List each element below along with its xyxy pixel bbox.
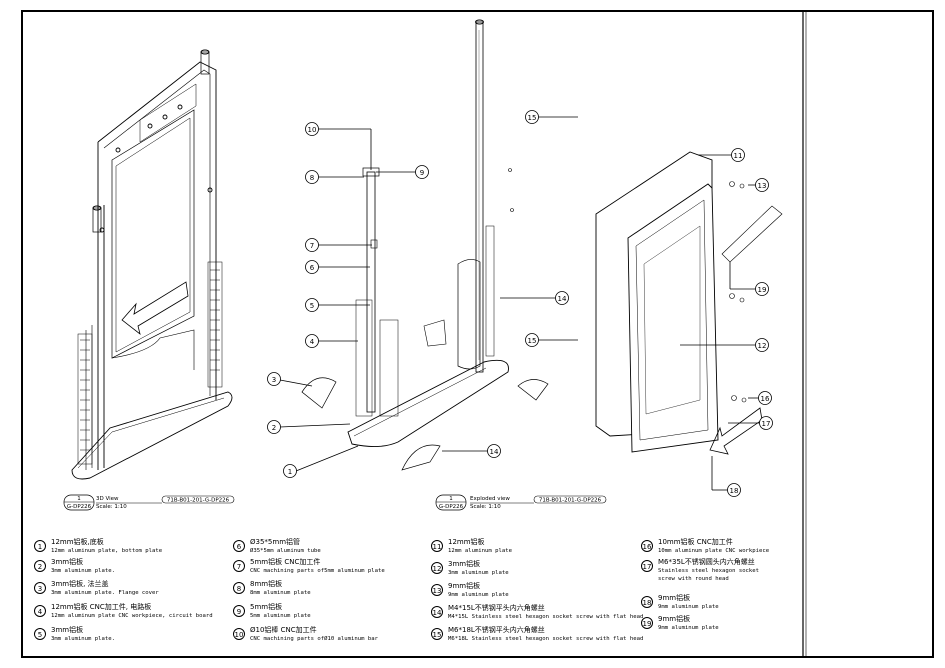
callout-balloons: 1 2 3 4 5 6 7 8 9 10 11 12 13 14 14 15 [267, 110, 773, 497]
svg-text:11: 11 [734, 152, 743, 160]
callout-3 [267, 372, 281, 386]
svg-text:8: 8 [310, 174, 314, 182]
svg-text:3: 3 [272, 376, 276, 384]
svg-text:18: 18 [730, 487, 739, 495]
svg-text:13: 13 [758, 182, 767, 190]
svg-text:10: 10 [308, 126, 317, 134]
callout-6 [305, 260, 319, 274]
svg-text:G-DP226: G-DP226 [439, 504, 464, 510]
svg-text:19: 19 [758, 286, 767, 294]
svg-text:3D View: 3D View [96, 496, 119, 502]
callout-16 [758, 391, 772, 405]
svg-text:9: 9 [420, 169, 424, 177]
view-label-3d: 1 G-DP226 3D View Scale: 1:10 71B-B01-20… [63, 494, 235, 511]
callout-label: 1 [288, 468, 292, 476]
callout-9 [415, 165, 429, 179]
callout-4 [305, 334, 319, 348]
callout-19 [755, 282, 769, 296]
svg-text:14: 14 [490, 448, 499, 456]
callout-15 [525, 110, 539, 124]
svg-text:71B-B01-201-G-DP226: 71B-B01-201-G-DP226 [167, 498, 230, 504]
callout-12 [755, 338, 769, 352]
svg-text:Exploded view: Exploded view [470, 496, 510, 502]
assembled-view [71, 49, 233, 480]
callout-13 [755, 178, 769, 192]
svg-text:5: 5 [310, 302, 314, 310]
svg-text:4: 4 [310, 338, 315, 346]
svg-text:7: 7 [310, 242, 314, 250]
callout-14-b [487, 444, 501, 458]
callout-18 [727, 483, 741, 497]
svg-text:16: 16 [761, 395, 770, 403]
svg-text:15: 15 [528, 337, 537, 345]
svg-text:14: 14 [558, 295, 567, 303]
callout-8 [305, 170, 319, 184]
callout-14 [555, 291, 569, 305]
svg-text:12: 12 [758, 342, 767, 350]
svg-text:15: 15 [528, 114, 537, 122]
callout-11 [731, 148, 745, 162]
callout-17 [759, 416, 773, 430]
outer-frame [21, 10, 934, 658]
svg-text:2: 2 [272, 424, 276, 432]
svg-text:G-DP226: G-DP226 [67, 504, 92, 510]
svg-text:6: 6 [310, 264, 315, 272]
svg-text:Scale: 1:10: Scale: 1:10 [96, 504, 127, 510]
callout-2 [267, 420, 281, 434]
svg-text:Scale: 1:10: Scale: 1:10 [470, 504, 501, 510]
svg-text:71B-B01-201-G-DP226: 71B-B01-201-G-DP226 [539, 498, 602, 504]
svg-text:17: 17 [762, 420, 771, 428]
exploded-view [301, 19, 783, 471]
callout-10 [305, 122, 319, 136]
svg-text:1: 1 [77, 496, 81, 502]
callout-5 [305, 298, 319, 312]
svg-text:1: 1 [449, 496, 453, 502]
view-label-exploded: 1 G-DP226 Exploded view Scale: 1:10 71B-… [435, 494, 607, 511]
callout-7 [305, 238, 319, 252]
callout-15-b [525, 333, 539, 347]
callout-1 [283, 464, 297, 478]
